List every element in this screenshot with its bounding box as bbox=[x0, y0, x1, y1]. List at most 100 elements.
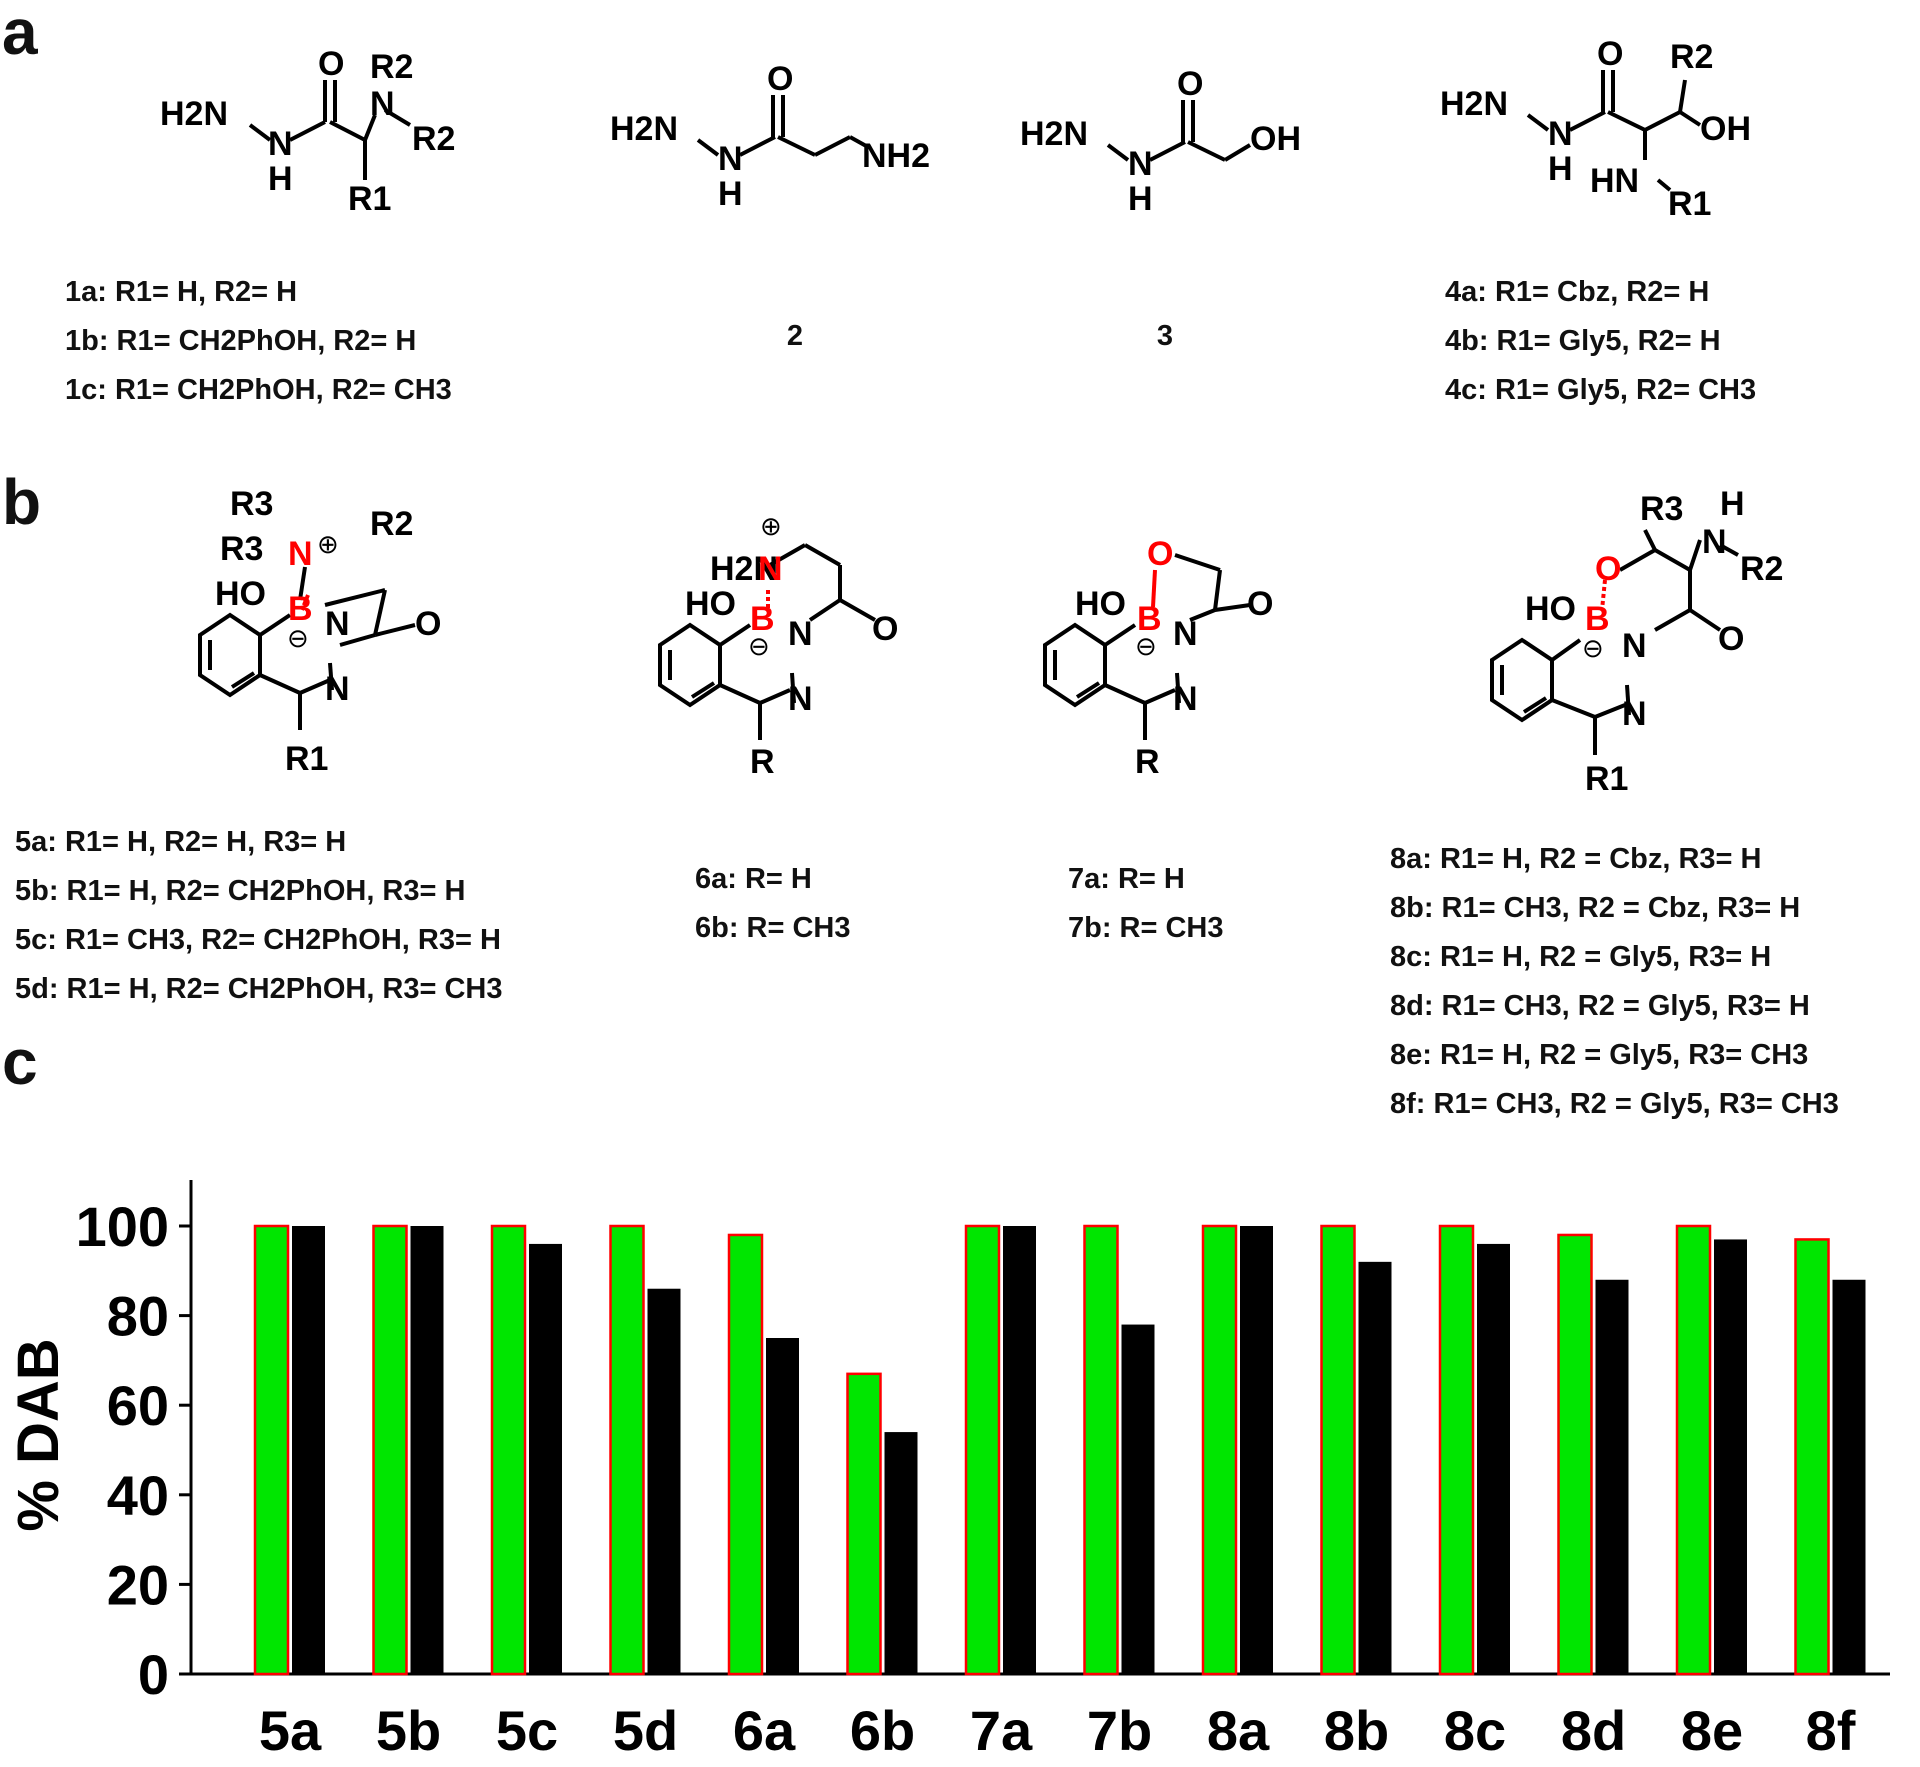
atom-label: N bbox=[718, 140, 743, 178]
atom-label: O bbox=[415, 605, 441, 643]
atom-label: R1 bbox=[348, 180, 391, 218]
y-tick-label: 80 bbox=[107, 1285, 169, 1348]
atom-label: N bbox=[1622, 695, 1647, 733]
bar-7a-series-1 bbox=[964, 1224, 1001, 1676]
atom-label: N bbox=[1622, 627, 1647, 665]
caption-line: 7b: R= CH3 bbox=[1068, 912, 1224, 944]
caption-line: 6b: R= CH3 bbox=[695, 912, 851, 944]
atom-label: HO bbox=[215, 575, 266, 613]
bar-6a-series-2 bbox=[766, 1338, 799, 1674]
caption-structure-6: 6a: R= H 6b: R= CH3 bbox=[695, 855, 851, 953]
bar-6b-series-1 bbox=[846, 1372, 882, 1676]
atom-label: NH2 bbox=[862, 137, 930, 175]
atom-label: R3 bbox=[230, 485, 273, 523]
bar-8b-series-2 bbox=[1358, 1261, 1392, 1674]
x-tick-label: 5a bbox=[259, 1699, 322, 1762]
atom-label: R3 bbox=[1640, 490, 1683, 528]
x-tick-label: 8f bbox=[1806, 1699, 1856, 1762]
bar-8f-series-1 bbox=[1794, 1238, 1830, 1676]
atom-label: R1 bbox=[1668, 185, 1711, 223]
atom-label: HO bbox=[1525, 590, 1576, 628]
bar-8d-series-1 bbox=[1557, 1233, 1593, 1676]
atom-label: N bbox=[325, 670, 350, 708]
caption-line: 1c: R1= CH2PhOH, R2= CH3 bbox=[65, 374, 452, 406]
atom-label: B bbox=[750, 600, 775, 638]
atom-label: N bbox=[370, 85, 395, 123]
x-tick-label: 8c bbox=[1444, 1699, 1506, 1762]
atom-label: H2N bbox=[610, 110, 678, 148]
y-axis-label: % DAB bbox=[6, 1338, 71, 1531]
caption-structure-2: 2 bbox=[770, 312, 820, 361]
y-tick-label: 40 bbox=[107, 1464, 169, 1527]
bar-8a-series-2 bbox=[1240, 1226, 1273, 1674]
caption-line: 1b: R1= CH2PhOH, R2= H bbox=[65, 325, 417, 357]
caption-structure-4: 4a: R1= Cbz, R2= H 4b: R1= Gly5, R2= H 4… bbox=[1445, 268, 1756, 415]
atom-label: HO bbox=[1075, 585, 1126, 623]
bar-6a-series-1 bbox=[727, 1233, 764, 1676]
atom-label: R2 bbox=[1670, 38, 1713, 76]
bar-8d-series-2 bbox=[1595, 1279, 1629, 1674]
atom-label: HO bbox=[685, 585, 736, 623]
caption-line: 8e: R1= H, R2 = Gly5, R3= CH3 bbox=[1390, 1039, 1809, 1071]
caption-line: 7a: R= H bbox=[1068, 863, 1185, 895]
caption-line: 8f: R1= CH3, R2 = Gly5, R3= CH3 bbox=[1390, 1088, 1839, 1120]
caption-structure-1: 1a: R1= H, R2= H 1b: R1= CH2PhOH, R2= H … bbox=[65, 268, 452, 415]
caption-line: 1a: R1= H, R2= H bbox=[65, 276, 298, 308]
atom-label: H bbox=[1720, 485, 1745, 523]
atom-label: N bbox=[1702, 523, 1727, 561]
caption-line: 2 bbox=[786, 320, 804, 352]
caption-line: 8a: R1= H, R2 = Cbz, R3= H bbox=[1390, 843, 1762, 875]
atom-label: O bbox=[1177, 65, 1203, 103]
caption-line: 5d: R1= H, R2= CH2PhOH, R3= CH3 bbox=[15, 973, 503, 1005]
bar-5d-series-1 bbox=[609, 1224, 645, 1676]
caption-line: 4b: R1= Gly5, R2= H bbox=[1445, 325, 1721, 357]
x-tick-label: 8b bbox=[1324, 1699, 1389, 1762]
panel-label-c: c bbox=[2, 1026, 38, 1098]
charge-minus: ⊖ bbox=[748, 631, 770, 661]
atom-label: N bbox=[268, 125, 293, 163]
panel-label-a: a bbox=[2, 0, 38, 68]
atom-label: N bbox=[325, 605, 350, 643]
bar-7b-series-1 bbox=[1083, 1224, 1119, 1676]
y-tick-label: 100 bbox=[76, 1195, 169, 1258]
atom-label: R2 bbox=[412, 120, 455, 158]
bar-8c-series-1 bbox=[1438, 1224, 1475, 1676]
bar-6b-series-2 bbox=[884, 1432, 918, 1674]
bar-7a-series-2 bbox=[1003, 1226, 1036, 1674]
atom-label: H2N bbox=[1440, 85, 1508, 123]
caption-line: 4a: R1= Cbz, R2= H bbox=[1445, 276, 1710, 308]
atom-label: R1 bbox=[1585, 760, 1628, 798]
bar-8e-series-2 bbox=[1714, 1239, 1747, 1674]
chart-bars bbox=[253, 1224, 1866, 1676]
caption-line: 5a: R1= H, R2= H, R3= H bbox=[15, 826, 347, 858]
atom-label: H bbox=[1128, 180, 1153, 218]
charge-minus: ⊖ bbox=[1582, 633, 1604, 663]
y-tick-label: 0 bbox=[138, 1643, 169, 1706]
bar-8c-series-2 bbox=[1477, 1243, 1510, 1674]
atom-label: N bbox=[288, 535, 313, 573]
x-tick-label: 8e bbox=[1681, 1699, 1743, 1762]
structure-2: H2N N H O NH2 bbox=[610, 60, 930, 213]
bar-8a-series-1 bbox=[1201, 1224, 1238, 1676]
atom-label: B bbox=[1585, 600, 1610, 638]
atom-label: H2N bbox=[710, 550, 778, 588]
structure-7: O HO B ⊖ N O N R bbox=[1043, 535, 1273, 781]
atom-label: R3 bbox=[220, 530, 263, 568]
atom-label: O bbox=[1597, 35, 1623, 73]
caption-line: 5c: R1= CH3, R2= CH2PhOH, R3= H bbox=[15, 924, 501, 956]
charge-minus: ⊖ bbox=[287, 623, 309, 653]
atom-label: O bbox=[1147, 535, 1173, 573]
bar-5c-series-1 bbox=[490, 1224, 527, 1676]
atom-label: O bbox=[1247, 585, 1273, 623]
caption-structure-8: 8a: R1= H, R2 = Cbz, R3= H 8b: R1= CH3, … bbox=[1390, 835, 1839, 1129]
bar-8f-series-2 bbox=[1832, 1279, 1866, 1674]
atom-label: N bbox=[1548, 115, 1573, 153]
charge-plus: ⊕ bbox=[317, 529, 339, 559]
bar-5b-series-2 bbox=[410, 1226, 444, 1674]
charge-minus: ⊖ bbox=[1135, 631, 1157, 661]
caption-line: 8d: R1= CH3, R2 = Gly5, R3= H bbox=[1390, 990, 1810, 1022]
bar-8e-series-1 bbox=[1675, 1224, 1712, 1676]
atom-label: H bbox=[268, 160, 293, 198]
x-tick-label: 7a bbox=[970, 1699, 1033, 1762]
atom-label: N bbox=[1128, 145, 1153, 183]
